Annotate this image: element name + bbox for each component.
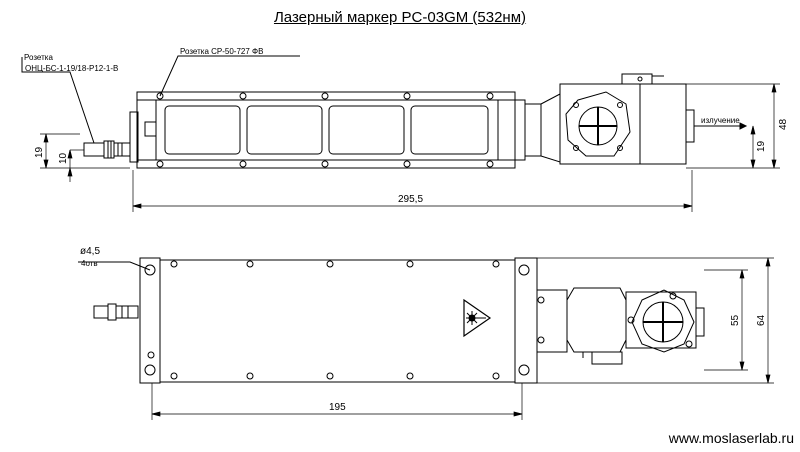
website-url: www.moslaserlab.ru (668, 430, 794, 446)
drawing-title: Лазерный маркер PC-03GM (532нм) (273, 9, 527, 26)
label-hole-count: 4отв (81, 259, 98, 268)
plan-view (78, 258, 704, 383)
screws-bottom (157, 161, 493, 167)
label-connector-top: Розетка СР-50-727 ФВ (180, 47, 263, 56)
label-connector-left-code: ОНЦ-БС-1-19/18-Р12-1-В (25, 64, 118, 73)
plan-view-dimensions (152, 258, 774, 420)
bnc-connector (145, 122, 156, 136)
plan-housing (160, 260, 515, 382)
dim-bottom-length: 195 (329, 402, 346, 413)
window-4 (411, 106, 488, 154)
plan-screws (148, 261, 499, 379)
side-view-dimensions (40, 84, 780, 212)
base-plate (140, 258, 160, 383)
dim-top-connector-offset: 10 (58, 152, 69, 164)
window-1 (165, 106, 240, 154)
mounting-holes (145, 265, 529, 375)
laser-warning-icon (464, 300, 490, 336)
label-hole-diameter: ø4,5 (80, 246, 100, 257)
head-octagon (566, 92, 630, 156)
window-frame (156, 100, 498, 160)
dim-top-connector-height: 19 (34, 146, 45, 158)
plan-cable-connector (94, 304, 138, 320)
screws-top (157, 93, 493, 99)
dim-top-length: 295,5 (398, 194, 423, 205)
label-connector-left: Розетка (24, 53, 53, 62)
dim-bottom-width: 64 (756, 314, 767, 326)
housing-body (137, 92, 515, 168)
dim-top-height: 48 (778, 118, 789, 130)
side-view (22, 56, 746, 168)
window-2 (247, 106, 322, 154)
dim-top-beam-height: 19 (756, 140, 767, 152)
dim-bottom-width-inner: 55 (730, 314, 741, 326)
cable-connector-left (84, 141, 130, 158)
window-3 (329, 106, 404, 154)
label-emission: излучение (701, 116, 740, 125)
